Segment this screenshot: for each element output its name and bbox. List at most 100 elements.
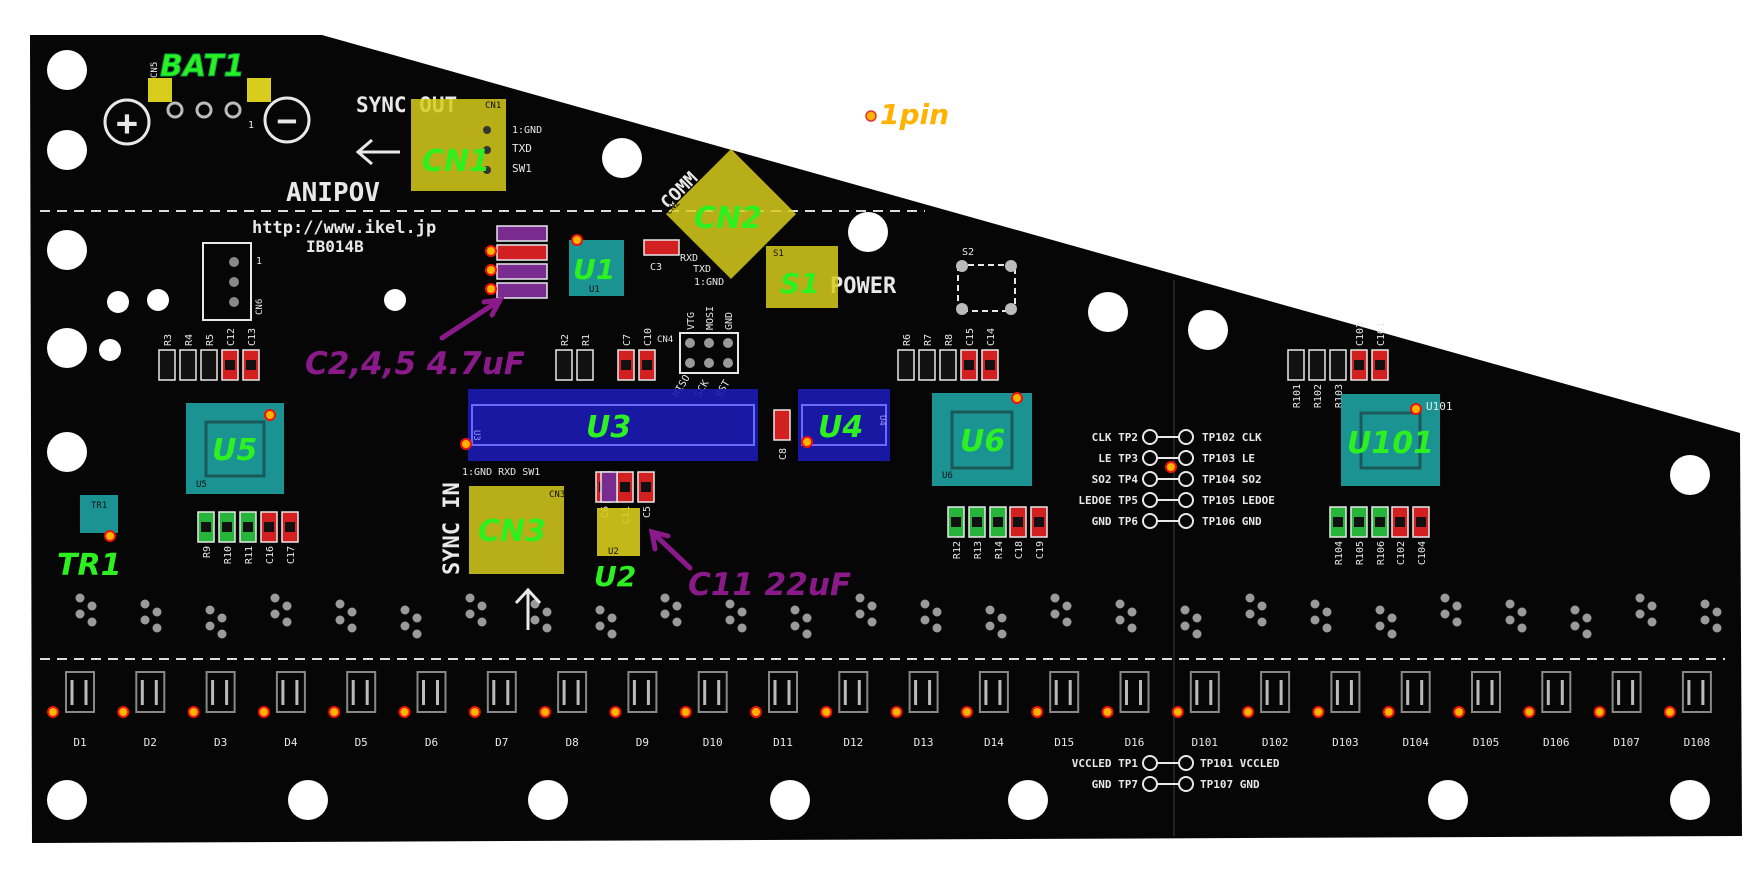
tr1-tag: TR1 [91,501,107,511]
led-d5: D5 [328,671,377,749]
svg-text:R5: R5 [205,334,216,346]
cap-c12: C12 [221,328,239,381]
c3-tag: C3 [650,262,662,273]
cn6-num: 1 [256,256,262,267]
led-label: D2 [144,736,157,749]
svg-text:C7: C7 [622,334,633,346]
cn3-highlight [469,486,564,574]
u3-tag: U3 [471,430,481,441]
led-d105: D105 [1453,671,1501,749]
cap-c18: C18 [1009,506,1027,559]
svg-text:R7: R7 [923,334,934,346]
svg-text:R13: R13 [973,541,984,559]
cap-c7: C7 [617,334,635,381]
svg-text:R11: R11 [244,546,255,564]
power-label: POWER [830,274,897,299]
res-r2: R2 [555,334,573,381]
svg-text:R10: R10 [223,546,234,564]
u6-highlight [932,393,1032,486]
cn2-pin-gnd: 1:GND [694,277,724,288]
bat1-label: BAT1 [160,49,245,84]
cap-c5: C5 [637,471,655,518]
led-d14: D14 [960,671,1009,749]
battery-minus-sign: − [277,101,297,141]
cn3-label: CN3 [478,514,546,549]
cap-c13: C13 [242,328,260,381]
svg-text:C14: C14 [986,328,997,346]
led-d108: D108 [1663,671,1712,749]
led-label: D10 [703,736,723,749]
led-d16: D16 [1101,671,1150,749]
res-r3: R3 [158,334,176,381]
svg-text:R106: R106 [1376,541,1387,565]
u2-highlight [597,508,640,556]
test-point-label: GND TP7 [1092,778,1138,791]
sync-in-label: SYNC IN [440,482,465,575]
led-d101: D101 [1171,671,1220,749]
led-d4: D4 [257,671,306,749]
res-r101: R101 [1287,349,1305,408]
svg-text:C102: C102 [1396,541,1407,565]
test-point-label: VCCLED TP1 [1072,757,1139,770]
cap-c103: C103 [1350,322,1368,381]
svg-text:C16: C16 [265,546,276,564]
u3-highlight [468,389,758,461]
svg-text:C5: C5 [642,506,653,518]
sync-in-arrow-icon [514,587,542,630]
test-point-label: TP102 CLK [1202,431,1262,444]
cn1-pin-1: 1:GND [512,125,542,136]
led-label: D8 [565,736,578,749]
battery-plus-sign: + [116,103,138,144]
pin1-legend-dot [865,110,877,122]
led-d13: D13 [890,671,939,749]
res-r5: R5 [200,334,218,381]
svg-text:R9: R9 [202,546,213,558]
u1-tag: U1 [589,285,600,295]
svg-text:R1: R1 [581,334,592,346]
pin1-markers [104,234,1422,542]
led-d3: D3 [187,671,236,749]
cn6-tag: CN6 [255,299,265,315]
res-r11: R11 [239,511,257,564]
url-text: http://www.ikel.jp [252,218,436,238]
u2-tag: U2 [608,547,619,557]
part-number: IB014B [306,237,364,256]
c11-note: C11 22uF [688,567,851,603]
isp-gnd: GND [724,312,735,330]
svg-text:R101: R101 [1292,384,1303,408]
cn2-label: CN2 [694,201,762,236]
cn5-tag: CN5 [150,62,160,78]
res-r12: R12 [947,506,965,559]
anipov-title: ANIPOV [286,178,380,208]
cap-smd [496,263,548,280]
svg-text:C18: C18 [1014,541,1025,559]
passive-components: R3R4R5C12C13R9R10R11C16C17R2R1C7C10C6C11… [158,225,1430,565]
svg-text:C17: C17 [286,546,297,564]
svg-text:C104: C104 [1417,541,1428,565]
u4-tag: U4 [877,415,887,426]
s1-label: S1 [780,267,820,300]
led-d9: D9 [609,671,658,749]
pin1-legend: 1pin [880,98,949,131]
led-label: D105 [1473,736,1500,749]
led-d2: D2 [117,671,166,749]
isp-vtg: VTG [686,312,697,330]
test-point-label: TP107 GND [1200,778,1260,791]
led-d15: D15 [1031,671,1080,749]
cap-smd [496,282,548,299]
cn1-tag: CN1 [485,101,501,111]
led-label: D11 [773,736,793,749]
c245-note: C2,4,5 4.7uF [305,346,525,382]
led-label: D13 [914,736,934,749]
led-label: D103 [1332,736,1359,749]
cn3-tag: CN3 [549,490,565,500]
cap-c101: C101 [1371,322,1389,381]
cap-c15: C15 [960,328,978,381]
test-point-label: GND TP6 [1092,515,1139,528]
led-d107: D107 [1593,671,1642,749]
res-r102: R102 [1308,349,1326,408]
led-label: D16 [1125,736,1145,749]
u3-label: U3 [586,410,631,445]
led-label: D106 [1543,736,1570,749]
led-d104: D104 [1382,671,1431,749]
